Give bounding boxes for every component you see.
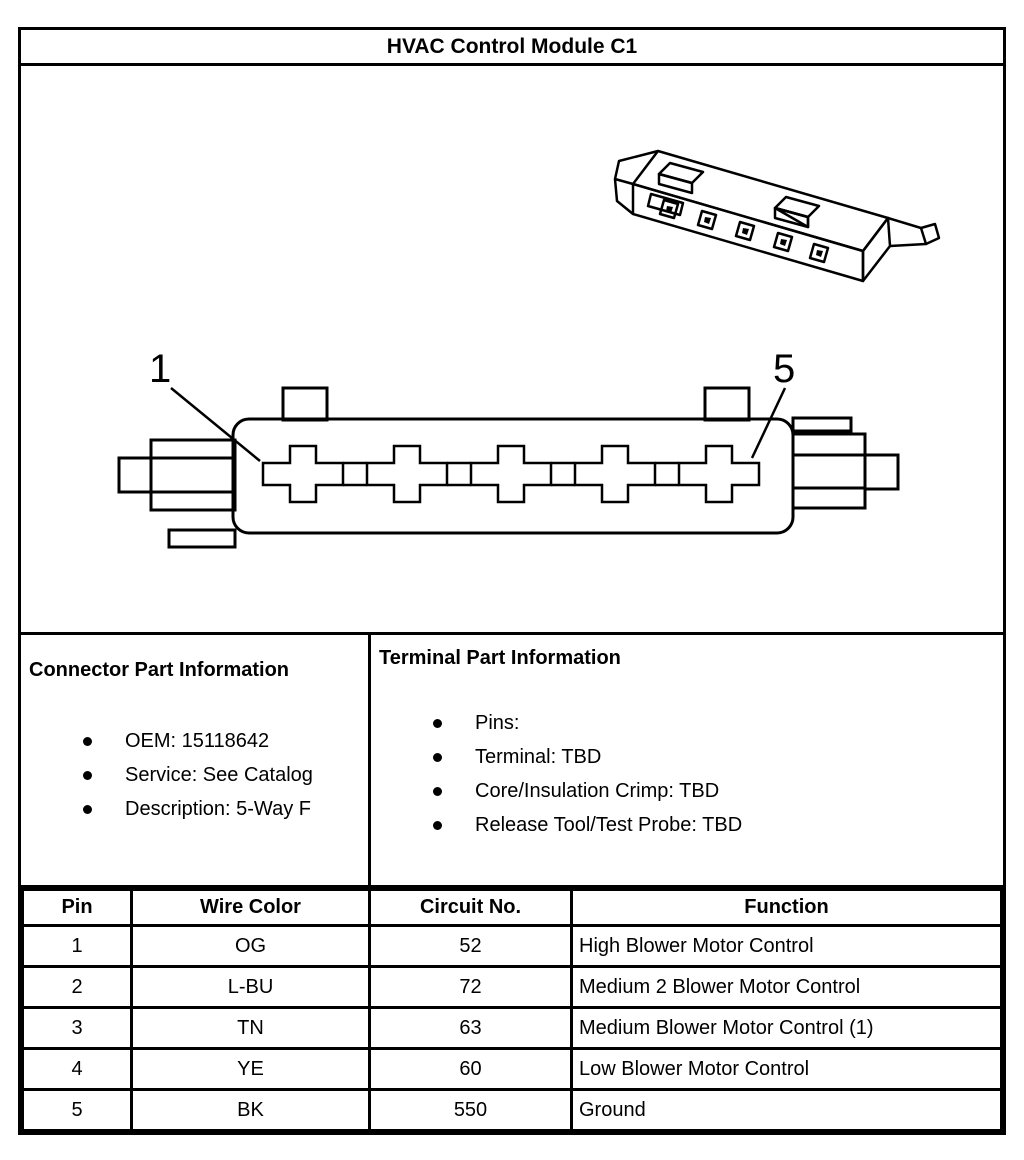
connector-isometric-view (613, 149, 941, 283)
cell-circuit-no: 52 (368, 924, 573, 968)
cell-function: Ground (570, 1088, 1003, 1132)
cell-function: High Blower Motor Control (570, 924, 1003, 968)
connector-diagram: 1 5 (21, 66, 1003, 632)
connector-diagram-svg: 1 5 (117, 149, 941, 549)
table-header-row: Pin Wire Color Circuit No. Function (21, 888, 1003, 927)
table-row: 4 YE 60 Low Blower Motor Control (21, 1047, 1003, 1091)
terminal-part-information: Terminal Part Information Pins:Terminal:… (371, 635, 1003, 885)
pin5-leader-line (750, 387, 787, 459)
connector-info-item: OEM: 15118642 (83, 724, 368, 758)
cell-pin: 1 (21, 924, 133, 968)
terminal-info-item: Terminal: TBD (433, 740, 1003, 774)
terminal-band-lines (343, 461, 679, 487)
cell-circuit-no: 550 (368, 1088, 573, 1132)
cell-wire-color: L-BU (130, 965, 371, 1009)
terminal-info-item: Pins: (433, 706, 1003, 740)
cell-function: Low Blower Motor Control (570, 1047, 1003, 1091)
pin-table-wrap: Pin Wire Color Circuit No. Function 1 OG… (21, 885, 1003, 1132)
connector-part-information: Connector Part Information OEM: 15118642… (21, 635, 371, 885)
pin-table-body: 1 OG 52 High Blower Motor Control 2 L-BU… (21, 924, 1003, 1132)
table-row: 3 TN 63 Medium Blower Motor Control (1) (21, 1006, 1003, 1050)
page-frame: HVAC Control Module C1 (18, 27, 1006, 1135)
connector-front-view (117, 386, 900, 549)
col-header-wire-color: Wire Color (130, 888, 371, 927)
connector-isometric-pin-contacts (666, 206, 823, 257)
table-row: 1 OG 52 High Blower Motor Control (21, 924, 1003, 968)
pin-callouts: 1 5 (149, 347, 795, 462)
pin5-label: 5 (773, 347, 795, 391)
cell-function: Medium Blower Motor Control (1) (570, 1006, 1003, 1050)
cell-pin: 5 (21, 1088, 133, 1132)
cell-wire-color: YE (130, 1047, 371, 1091)
col-header-function: Function (570, 888, 1003, 927)
cell-circuit-no: 72 (368, 965, 573, 1009)
page-title: HVAC Control Module C1 (21, 30, 1003, 66)
cell-pin: 2 (21, 965, 133, 1009)
cell-pin: 3 (21, 1006, 133, 1050)
table-row: 2 L-BU 72 Medium 2 Blower Motor Control (21, 965, 1003, 1009)
pin-table: Pin Wire Color Circuit No. Function 1 OG… (21, 888, 1003, 1132)
cell-wire-color: OG (130, 924, 371, 968)
cell-function: Medium 2 Blower Motor Control (570, 965, 1003, 1009)
part-information-section: Connector Part Information OEM: 15118642… (21, 632, 1003, 885)
connector-info-item: Service: See Catalog (83, 758, 368, 792)
cell-circuit-no: 63 (368, 1006, 573, 1050)
col-header-circuit-no: Circuit No. (368, 888, 573, 927)
terminal-info-item: Release Tool/Test Probe: TBD (433, 808, 1003, 842)
cell-wire-color: BK (130, 1088, 371, 1132)
cell-pin: 4 (21, 1047, 133, 1091)
pin1-label: 1 (149, 347, 171, 391)
connector-info-item: Description: 5-Way F (83, 792, 368, 826)
terminal-info-heading: Terminal Part Information (379, 647, 621, 669)
pin1-leader-line (170, 387, 261, 462)
terminal-cavities (261, 444, 761, 504)
cell-wire-color: TN (130, 1006, 371, 1050)
cell-circuit-no: 60 (368, 1047, 573, 1091)
connector-info-heading: Connector Part Information (29, 659, 290, 681)
table-row: 5 BK 550 Ground (21, 1088, 1003, 1132)
col-header-pin: Pin (21, 888, 133, 927)
terminal-info-item: Core/Insulation Crimp: TBD (433, 774, 1003, 808)
